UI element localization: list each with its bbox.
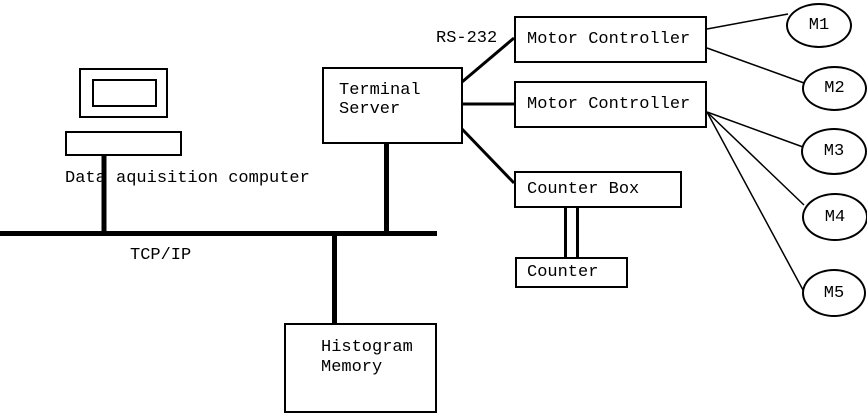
mc2-m4-line (706, 111, 805, 206)
mc2-m5-line (706, 111, 804, 291)
mc1-m1-line (706, 13, 789, 30)
rs232-label: RS-232 (436, 29, 498, 48)
keyboard-icon (65, 131, 182, 156)
mc1-m2-line (706, 47, 805, 84)
motor-m3-label: M3 (823, 142, 845, 161)
counter-node: Counter (515, 257, 628, 288)
terminal-server-node: Terminal Server (322, 67, 463, 144)
tcpip-label: TCP/IP (130, 246, 192, 265)
motor-controller-2-node: Motor Controller (514, 81, 707, 128)
motor-m4-node: M4 (802, 193, 867, 241)
mc2-m3-line (706, 111, 804, 148)
motor-m5-node: M5 (802, 269, 866, 317)
motor-m1-node: M1 (786, 3, 852, 48)
rs232-line-mc1 (461, 36, 515, 84)
motor-m2-label: M2 (824, 79, 845, 98)
counter-box-node: Counter Box (514, 171, 682, 208)
histogram-memory-node: Histogram Memory (284, 323, 437, 413)
computer-label: Data aquisition computer (65, 169, 310, 188)
monitor-screen-icon (92, 79, 157, 107)
motor-m3-node: M3 (801, 128, 867, 175)
terminal-counterbox-line (460, 127, 516, 185)
motor-m2-node: M2 (802, 66, 867, 111)
motor-m4-label: M4 (824, 207, 846, 227)
motor-controller-1-node: Motor Controller (514, 16, 707, 63)
motor-m1-label: M1 (808, 16, 830, 35)
motor-m5-label: M5 (823, 283, 845, 303)
